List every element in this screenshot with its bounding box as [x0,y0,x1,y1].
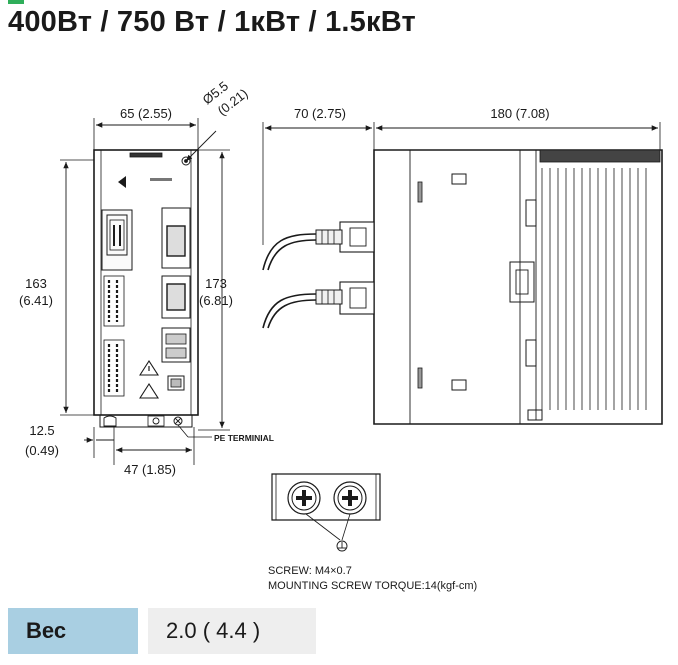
front-height-right-mm: 173 [205,276,227,291]
pe-terminal-label: PE TERMINIAL [214,433,274,443]
page-title: 400Вт / 750 Вт / 1кВт / 1.5кВт [8,6,416,38]
front-height-left-in: (6.41) [19,293,53,308]
front-view [60,118,230,465]
front-height-right-in: (6.81) [199,293,233,308]
front-width-label: 65 (2.55) [120,106,172,121]
bottom-offset-in: (0.49) [25,443,59,458]
bottom-width-label: 47 (1.85) [124,462,176,477]
brand-accent-strip [8,0,24,4]
screw-torque-spec: MOUNTING SCREW TORQUE:14(kgf-cm) [268,580,477,592]
dimension-drawing: 65 (2.55) Ø5.5 (0.21) 163 (6.41) 173 (6.… [19,78,663,592]
screw-detail [271,473,381,552]
screw-spec: SCREW: M4×0.7 [268,565,352,577]
weight-label: Вес [8,608,138,654]
side-connector-depth-label: 70 (2.75) [294,106,346,121]
side-view [262,122,663,425]
front-dimension-lines [63,122,225,453]
front-height-left-mm: 163 [25,276,47,291]
bottom-offset-mm: 12.5 [29,423,54,438]
side-body-depth-label: 180 (7.08) [490,106,549,121]
weight-value: 2.0 ( 4.4 ) [148,608,316,654]
